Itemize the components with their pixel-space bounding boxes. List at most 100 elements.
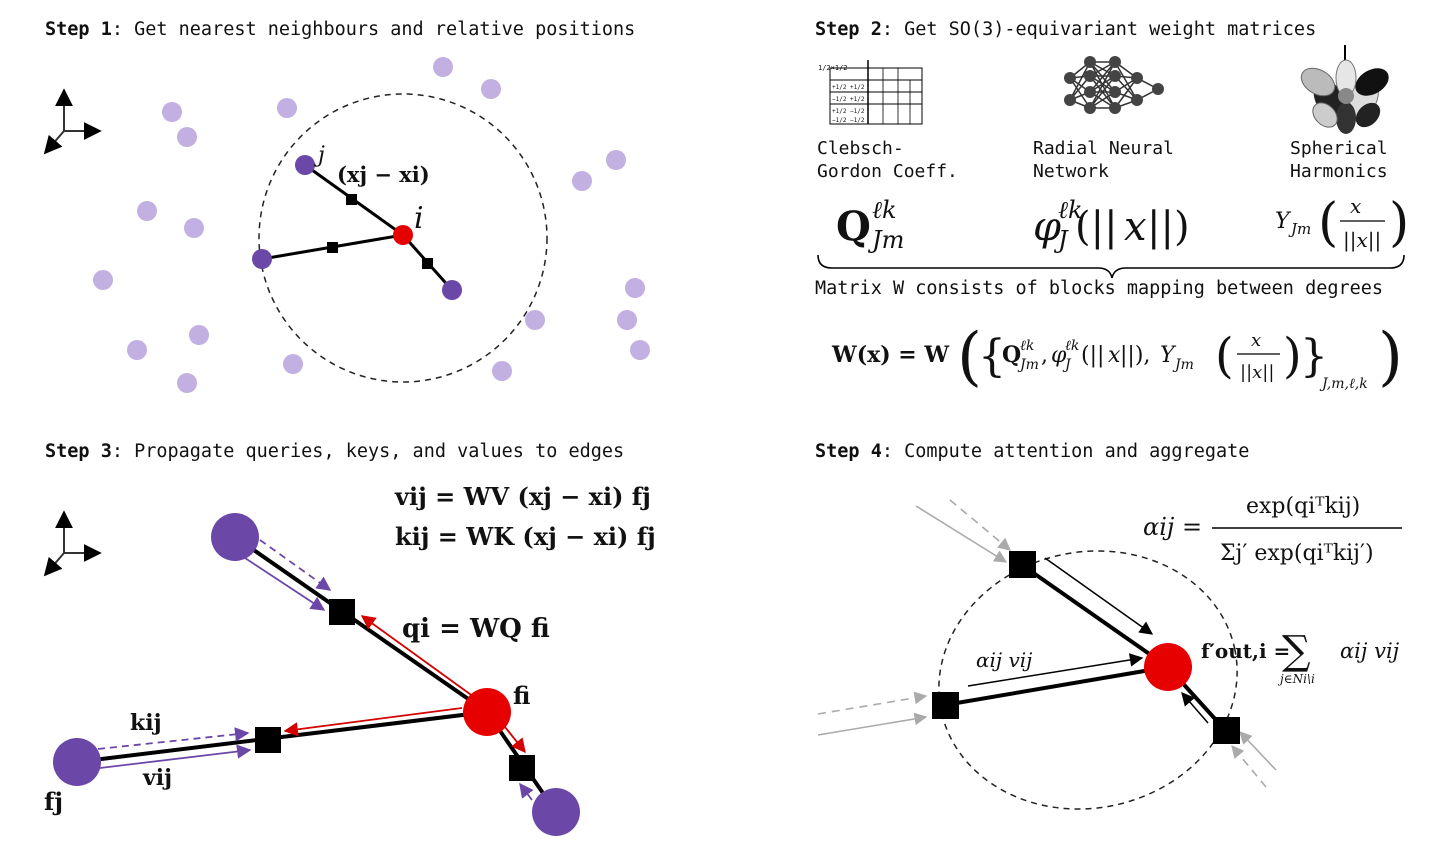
eq-v: vij = WV (xj − xi) fj: [394, 482, 651, 511]
svg-text:||x||: ||x||: [1343, 228, 1381, 253]
alpha-num: exp(qiᵀkij): [1246, 494, 1360, 519]
node-i: [463, 688, 511, 736]
step1-prefix: Step 1: [45, 19, 112, 40]
svg-text:x: x: [1350, 194, 1361, 218]
svg-text:(||: (||: [1075, 204, 1118, 250]
step4-message-arrows: [967, 557, 1209, 724]
step3-red-arrows: [283, 615, 526, 754]
step4-panel: Step 4: Compute attention and aggregate …: [815, 441, 1402, 810]
label-fi: fi: [513, 681, 530, 710]
svg-text:Q: Q: [1002, 342, 1021, 368]
alpha-den: Σj′ exp(qiᵀkij′): [1220, 541, 1374, 566]
rnn-symbol: φ ℓk J (|| x ||): [1033, 196, 1190, 254]
step3-purple-arrows: [97, 539, 534, 801]
step4-prefix: Step 4: [815, 441, 882, 462]
neighbourhood-ellipse: [938, 550, 1238, 810]
node-j-top: [211, 513, 259, 561]
node-j-left: [53, 738, 101, 786]
svg-text:J: J: [1062, 357, 1072, 373]
label-kij: kij: [130, 710, 162, 736]
svg-text:ℓk: ℓk: [872, 196, 897, 224]
svg-text:||): ||): [1147, 204, 1190, 250]
svg-text:{: {: [978, 331, 1006, 382]
eq-q: qi = WQ fi: [402, 614, 550, 644]
step4-grey-arrows: [817, 499, 1277, 788]
cg-row-4: −1/2 −1/2: [832, 117, 865, 124]
step1-title: Step 1: Get nearest neighbours and relat…: [45, 19, 635, 40]
label-fj: fj: [44, 787, 63, 816]
svg-text:φ: φ: [1051, 343, 1067, 368]
matrix-text: Matrix W consists of blocks mapping betw…: [815, 278, 1383, 299]
rnn-symbol-letter: φ: [1033, 204, 1061, 250]
brace: [817, 254, 1405, 279]
alpha-lhs: αij =: [1143, 513, 1202, 541]
svg-text:}: }: [1300, 331, 1328, 382]
node-i: [1144, 643, 1192, 691]
cg-row-2: −1/2 +1/2: [832, 96, 865, 103]
label-i: i: [414, 201, 424, 236]
svg-text:): ): [1283, 328, 1302, 384]
svg-text:): ): [1389, 193, 1409, 253]
fout-lhs: f′out,i =: [1201, 639, 1290, 663]
node-i: [393, 225, 413, 245]
clebsch-gordon-table-icon: 1/2×1/2 +1/2 +1/2 −1/2 +1/2 +1/2 −1/2 −1…: [818, 60, 923, 125]
step1-edge-squares: [327, 194, 433, 269]
svg-text:Jm: Jm: [1017, 357, 1039, 373]
rel-pos-label: (xj − xi): [337, 162, 430, 187]
neural-network-icon: [1064, 56, 1164, 114]
svg-text:(: (: [1215, 328, 1234, 384]
eq-k: kij = WK (xj − xi) fj: [395, 522, 656, 551]
step1-title-text: : Get nearest neighbours and relative po…: [112, 19, 635, 40]
axes-icon: [43, 510, 102, 577]
svg-text:ℓk: ℓk: [1065, 338, 1079, 354]
label-vij: vij: [142, 765, 172, 791]
svg-text:(: (: [1318, 193, 1338, 253]
step2-prefix: Step 2: [815, 19, 882, 40]
svg-text:ℓk: ℓk: [1020, 338, 1034, 354]
cg-symbol-letter: Q: [836, 203, 871, 250]
sh-symbol: Y Jm ( x ||x|| ): [1275, 193, 1409, 253]
fout-rhs: αij vij: [1340, 639, 1400, 663]
cg-label-line1: Clebsch-: [817, 138, 904, 159]
cg-row-0: 1/2×1/2: [818, 64, 848, 72]
step4-edge-squares: [932, 551, 1240, 744]
step1-panel: Step 1: Get nearest neighbours and relat…: [43, 19, 650, 393]
svg-text:Jm: Jm: [1172, 357, 1194, 373]
svg-text:Y: Y: [1160, 343, 1177, 368]
step4-title: Step 4: Compute attention and aggregate: [815, 441, 1249, 462]
point-cloud: [93, 57, 650, 393]
svg-text:x: x: [1108, 343, 1121, 368]
step1-neighbours: [252, 155, 462, 300]
svg-text:||),: ||),: [1120, 343, 1150, 368]
cg-symbol: Q ℓk Jm: [836, 196, 904, 254]
fout-sub: j∈Ni\i: [1277, 672, 1315, 686]
svg-text:Jm: Jm: [867, 226, 904, 254]
sh-label-line2: Harmonics: [1290, 161, 1388, 182]
svg-text:Jm: Jm: [1288, 220, 1311, 238]
svg-text:(||: (||: [1081, 343, 1104, 368]
step3-edge-squares: [255, 599, 535, 781]
w-formula-head: W(x) = W: [831, 342, 949, 368]
sum-sign: ∑: [1282, 628, 1311, 674]
cg-row-1: +1/2 +1/2: [832, 84, 865, 91]
sh-label-line1: Spherical: [1290, 138, 1388, 159]
svg-text:): ): [1378, 320, 1403, 394]
edge-label-alpha-v: αij vij: [976, 648, 1032, 672]
svg-text:x: x: [1124, 204, 1147, 250]
step2-title-text: : Get SO(3)-equivariant weight matrices: [882, 19, 1316, 40]
step2-title: Step 2: Get SO(3)-equivariant weight mat…: [815, 19, 1316, 40]
svg-text:(: (: [957, 320, 982, 394]
cg-label-line2: Gordon Coeff.: [817, 161, 958, 182]
step4-title-text: : Compute attention and aggregate: [882, 441, 1250, 462]
cg-row-3: +1/2 −1/2: [832, 108, 865, 115]
rnn-label-line2: Network: [1033, 161, 1109, 182]
node-j-bottom: [532, 788, 580, 836]
neighbourhood-circle: [258, 93, 548, 383]
svg-text:,: ,: [1041, 343, 1048, 368]
w-formula: W(x) = W ( { Q ℓk Jm , φ ℓk J (|| x ||),…: [831, 320, 1403, 394]
step2-panel: Step 2: Get SO(3)-equivariant weight mat…: [815, 19, 1409, 394]
axes-icon: [43, 88, 102, 155]
sh-symbol-letter: Y: [1275, 209, 1292, 234]
svg-text:||x||: ||x||: [1240, 362, 1274, 383]
